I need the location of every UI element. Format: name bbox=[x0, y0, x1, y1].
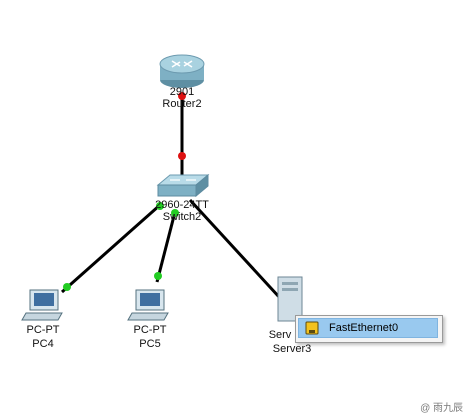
link-light-pc4 bbox=[63, 283, 71, 291]
link-light-switch-pc5 bbox=[171, 209, 179, 217]
pc5-icon[interactable] bbox=[127, 289, 169, 321]
link-light-pc5 bbox=[154, 272, 162, 280]
server3-model-label: Serv bbox=[268, 329, 292, 341]
switch-model-label: 2960-24TT bbox=[155, 199, 209, 211]
cable-switch-pc5[interactable] bbox=[155, 211, 177, 283]
watermark-text: @ 雨九辰 bbox=[420, 403, 463, 414]
link-light-router bbox=[178, 92, 186, 100]
cable-switch-pc4[interactable] bbox=[61, 203, 161, 294]
port-option-label: FastEthernet0 bbox=[329, 322, 399, 334]
pc4-name-label: PC4 bbox=[32, 338, 54, 350]
router-name-label: Router2 bbox=[162, 98, 202, 110]
pc4-model-label: PC-PT bbox=[26, 324, 60, 336]
ethernet-port-icon bbox=[305, 321, 319, 335]
pc5-model-label: PC-PT bbox=[133, 324, 167, 336]
router-icon[interactable] bbox=[159, 54, 205, 88]
switch-icon[interactable] bbox=[156, 173, 210, 198]
server3-name-label: Server3 bbox=[272, 343, 312, 355]
cable-switch-server3[interactable] bbox=[188, 198, 282, 300]
port-select-popup: FastEthernet0 bbox=[295, 315, 443, 343]
link-light-switch-router bbox=[178, 152, 186, 160]
server3-icon[interactable] bbox=[277, 276, 303, 322]
pc5-name-label: PC5 bbox=[139, 338, 161, 350]
link-light-switch-pc4 bbox=[156, 202, 164, 210]
router-model-label: 2901 bbox=[169, 86, 195, 98]
pc4-icon[interactable] bbox=[21, 289, 63, 321]
port-option-fastethernet0[interactable]: FastEthernet0 bbox=[298, 318, 438, 338]
switch-name-label: Switch2 bbox=[162, 211, 202, 223]
